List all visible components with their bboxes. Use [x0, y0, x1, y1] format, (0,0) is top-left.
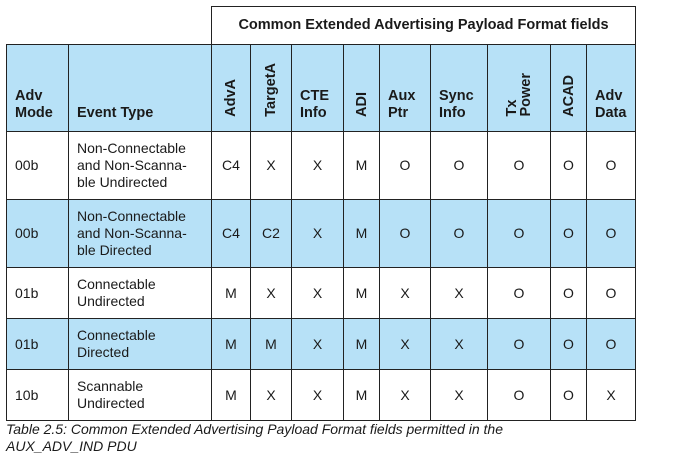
payload-format-table: Common Extended Advertising Payload Form…: [6, 6, 636, 421]
cell-value: X: [430, 369, 488, 421]
cell-value: M: [343, 131, 380, 200]
cell-value: X: [586, 369, 636, 421]
header-targeta: TargetA: [250, 44, 292, 132]
cell-adv-mode: 01b: [6, 318, 69, 370]
cell-adv-mode: 01b: [6, 267, 69, 319]
cell-value: O: [487, 318, 551, 370]
cell-value: X: [250, 131, 292, 200]
cell-value: X: [379, 267, 431, 319]
cell-value: X: [379, 369, 431, 421]
cell-value: O: [586, 318, 636, 370]
cell-value: O: [430, 199, 488, 268]
cell-value: O: [550, 199, 587, 268]
header-adi: ADI: [343, 44, 380, 132]
cell-value: M: [343, 318, 380, 370]
caption-line-2: AUX_ADV_IND PDU: [6, 438, 137, 454]
cell-value: O: [550, 267, 587, 319]
cell-value: O: [586, 267, 636, 319]
cell-value: M: [211, 318, 251, 370]
cell-value: X: [291, 267, 344, 319]
cell-value: O: [430, 131, 488, 200]
header-event-type: Event Type: [68, 44, 212, 132]
cell-value: O: [550, 318, 587, 370]
cell-value: C2: [250, 199, 292, 268]
cell-value: X: [379, 318, 431, 370]
cell-value: M: [343, 267, 380, 319]
cell-value: X: [291, 199, 344, 268]
table-caption: Table 2.5: Common Extended Advertising P…: [6, 421, 606, 455]
cell-value: X: [430, 318, 488, 370]
cell-value: O: [487, 267, 551, 319]
cell-value: O: [487, 131, 551, 200]
cell-value: X: [430, 267, 488, 319]
header-acad: ACAD: [550, 44, 587, 132]
cell-value: C4: [211, 199, 251, 268]
header-adva: AdvA: [211, 44, 251, 132]
cell-value: O: [487, 369, 551, 421]
cell-value: X: [291, 318, 344, 370]
cell-value: O: [586, 199, 636, 268]
cell-value: O: [550, 369, 587, 421]
cell-value: O: [487, 199, 551, 268]
caption-line-1: Table 2.5: Common Extended Advertising P…: [6, 421, 503, 437]
cell-value: M: [250, 318, 292, 370]
cell-value: X: [250, 369, 292, 421]
cell-value: M: [211, 369, 251, 421]
cell-value: C4: [211, 131, 251, 200]
group-header: Common Extended Advertising Payload Form…: [211, 6, 636, 45]
empty-corner-cell: [6, 6, 212, 45]
cell-adv-mode: 00b: [6, 131, 69, 200]
cell-value: M: [211, 267, 251, 319]
cell-value: M: [343, 369, 380, 421]
cell-value: O: [550, 131, 587, 200]
cell-adv-mode: 00b: [6, 199, 69, 268]
cell-value: M: [343, 199, 380, 268]
cell-adv-mode: 10b: [6, 369, 69, 421]
cell-value: O: [586, 131, 636, 200]
cell-value: X: [250, 267, 292, 319]
cell-value: X: [291, 131, 344, 200]
cell-value: X: [291, 369, 344, 421]
cell-value: O: [379, 199, 431, 268]
cell-value: O: [379, 131, 431, 200]
